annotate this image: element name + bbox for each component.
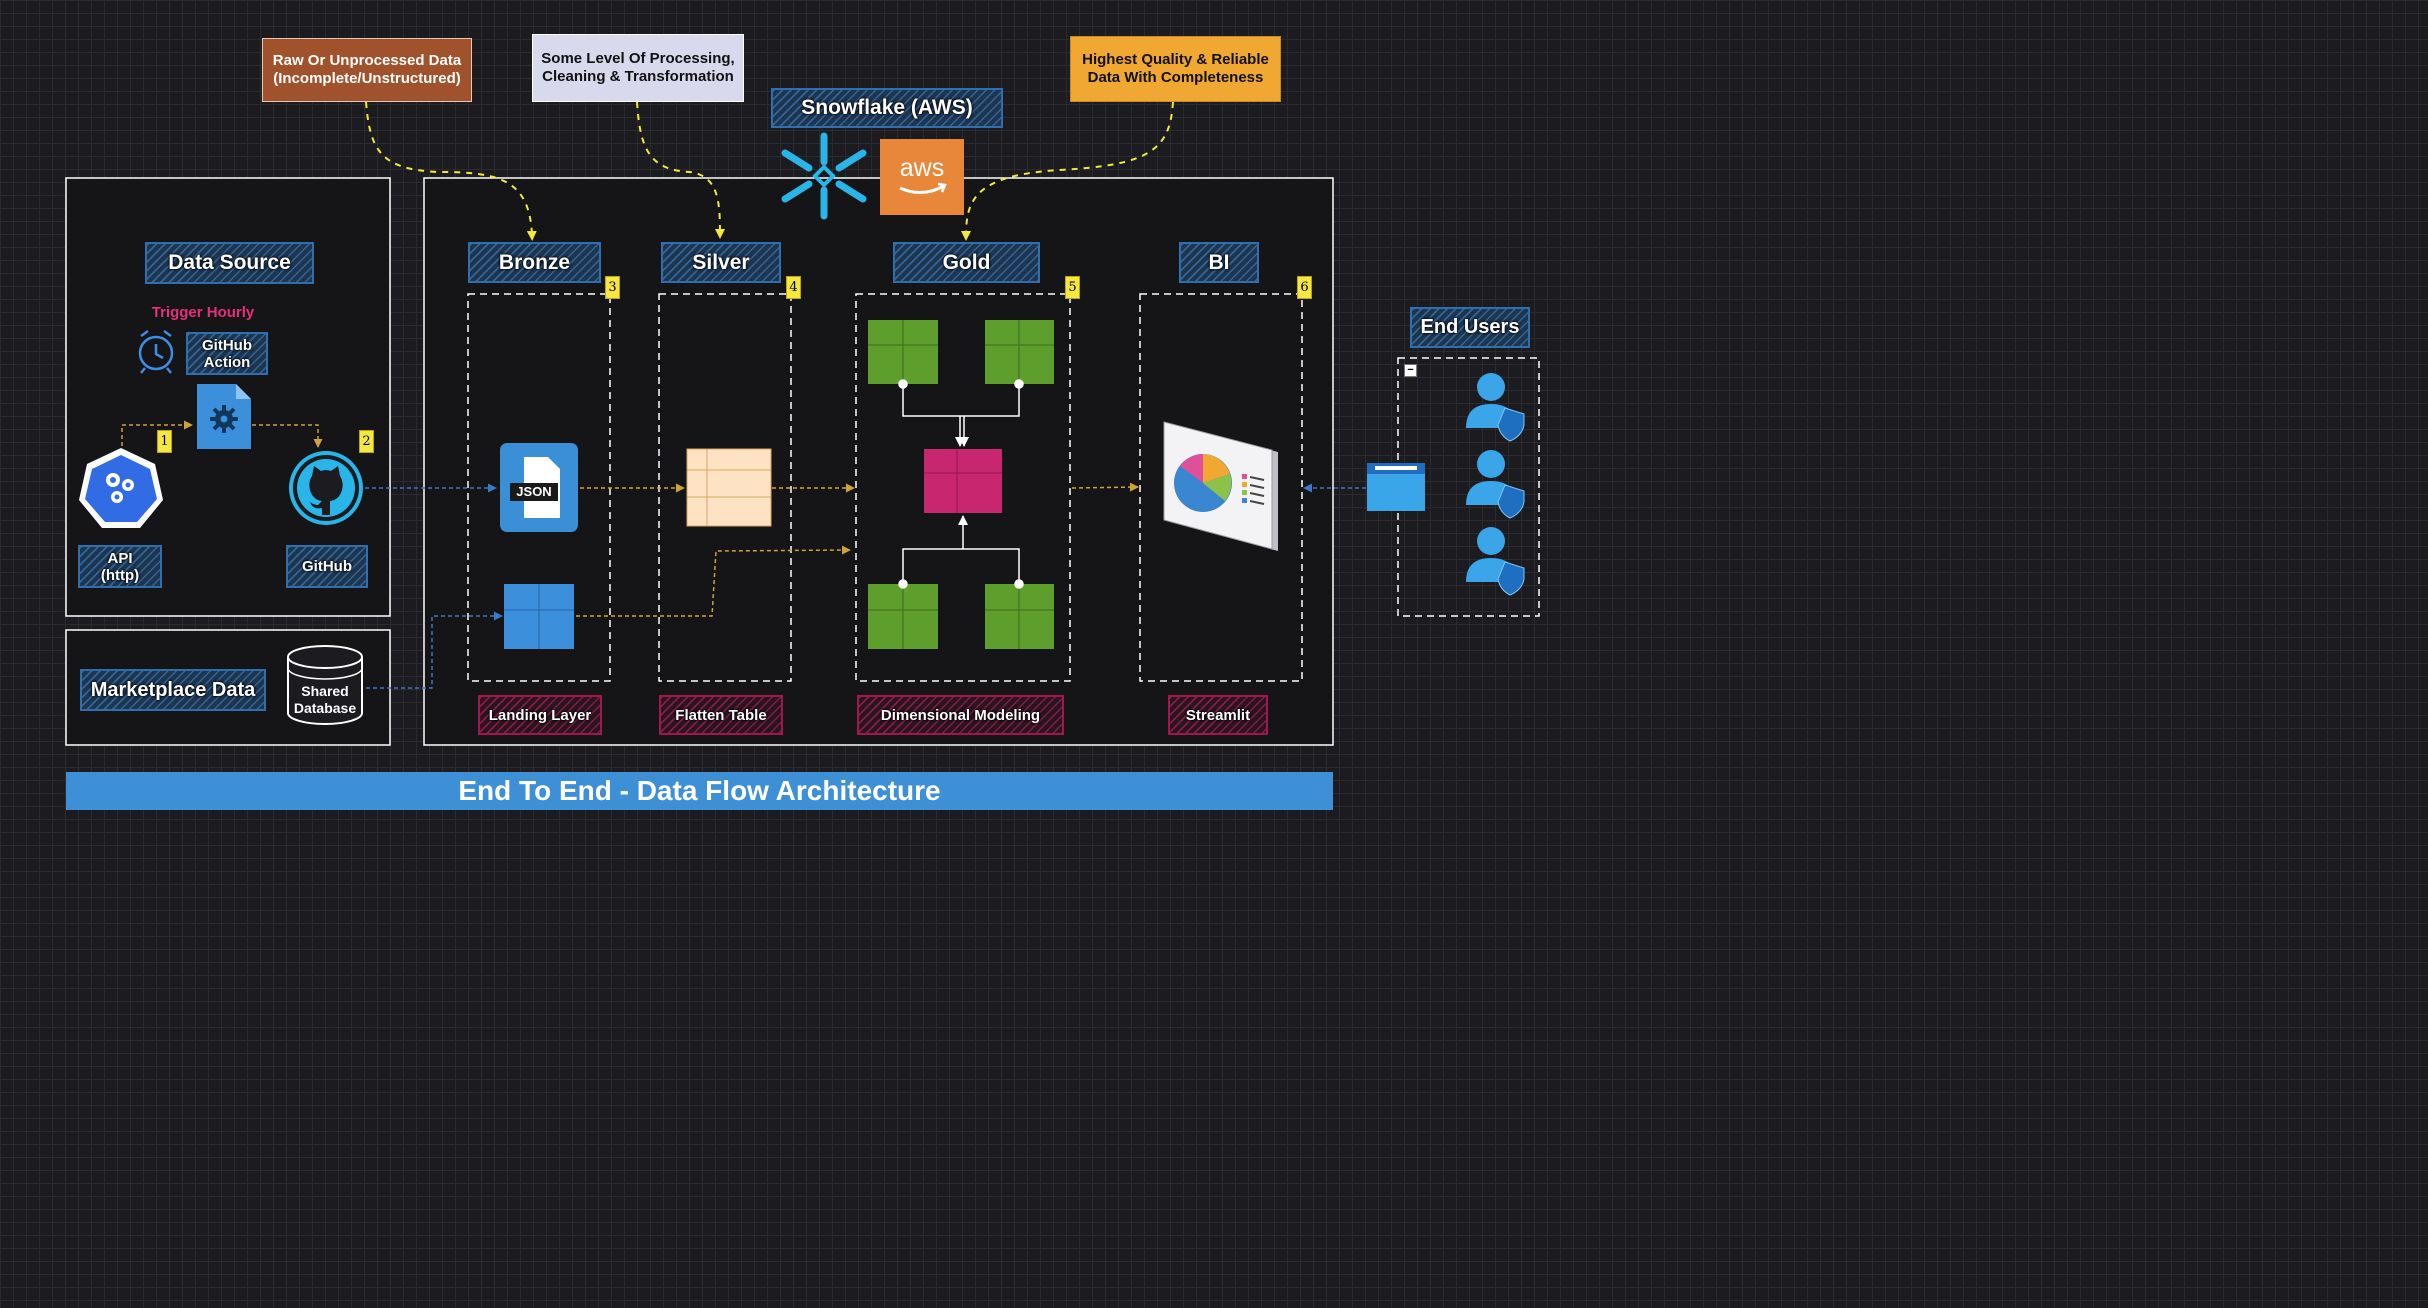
quality-note-connector	[961, 101, 1174, 241]
api-to-action-connector	[121, 420, 193, 446]
step-badge-4: 4	[786, 276, 801, 299]
snowflake-icon	[781, 132, 867, 220]
browser-window-icon	[1367, 463, 1425, 511]
dimension-table-bottom-right	[985, 584, 1054, 649]
dimensional-modeling-caption: Dimensional Modeling	[857, 695, 1064, 735]
streamlit-caption: Streamlit	[1168, 695, 1268, 735]
diagram-title-banner: End To End - Data Flow Architecture	[66, 772, 1333, 810]
step-badge-2: 2	[359, 430, 374, 453]
alarm-clock-icon	[138, 329, 174, 374]
github-action-label[interactable]: GitHub Action	[186, 332, 268, 375]
trigger-label: Trigger Hourly	[151, 304, 255, 321]
api-label[interactable]: API (http)	[78, 545, 162, 588]
kubernetes-api-icon	[79, 448, 163, 528]
bi-title: BI	[1179, 242, 1259, 283]
dimension-table-top-right	[985, 320, 1054, 384]
user-icon	[1466, 373, 1525, 442]
database-to-bronze-table-connector	[366, 611, 503, 689]
bronze-title: Bronze	[468, 242, 601, 283]
collapse-button[interactable]: −	[1404, 364, 1417, 377]
github-icon	[289, 451, 363, 525]
marketplace-title: Marketplace Data	[80, 669, 266, 711]
step-badge-5: 5	[1065, 276, 1080, 299]
architecture-diagram: Raw Or Unprocessed Data (Incomplete/Unst…	[0, 0, 1568, 845]
action-to-github-connector	[252, 424, 323, 448]
data-source-title: Data Source	[145, 242, 314, 284]
end-users-container	[1397, 357, 1540, 617]
config-file-icon	[197, 384, 251, 449]
raw-data-note: Raw Or Unprocessed Data (Incomplete/Unst…	[262, 38, 472, 102]
flatten-table-caption: Flatten Table	[659, 695, 783, 735]
step-badge-3: 3	[605, 276, 620, 299]
user-icon	[1466, 450, 1525, 519]
bronze-table-to-gold-connector	[576, 545, 851, 617]
step-badge-1: 1	[157, 430, 172, 453]
processing-note: Some Level Of Processing, Cleaning & Tra…	[532, 34, 744, 102]
database-icon	[287, 645, 363, 725]
gold-container	[855, 293, 1071, 682]
quality-note: Highest Quality & Reliable Data With Com…	[1070, 36, 1281, 102]
landing-layer-caption: Landing Layer	[478, 695, 602, 735]
silver-title: Silver	[661, 242, 781, 283]
github-label[interactable]: GitHub	[286, 545, 368, 588]
shared-database-label[interactable]: Shared Database	[293, 683, 357, 716]
aws-logo-text: aws	[899, 154, 945, 182]
end-users-title: End Users	[1410, 307, 1530, 348]
json-file-icon	[500, 443, 578, 532]
raw-note-connector	[365, 101, 537, 241]
gold-title: Gold	[893, 242, 1040, 283]
bronze-table-icon	[504, 584, 574, 649]
star-schema-links	[898, 379, 1024, 589]
processing-note-connector	[636, 101, 725, 239]
dimension-table-bottom-left	[868, 584, 938, 649]
aws-icon	[880, 139, 964, 215]
flatten-table-icon	[686, 448, 772, 527]
platform-title: Snowflake (AWS)	[771, 88, 1003, 128]
bi-container	[1139, 293, 1303, 682]
json-label: JSON	[516, 484, 552, 499]
dimension-table-top-left	[868, 320, 938, 384]
step-badge-6: 6	[1297, 276, 1312, 299]
fact-table	[924, 449, 1002, 513]
bronze-container	[467, 293, 611, 682]
dashboard-icon	[1163, 421, 1278, 551]
user-icon	[1466, 527, 1525, 596]
